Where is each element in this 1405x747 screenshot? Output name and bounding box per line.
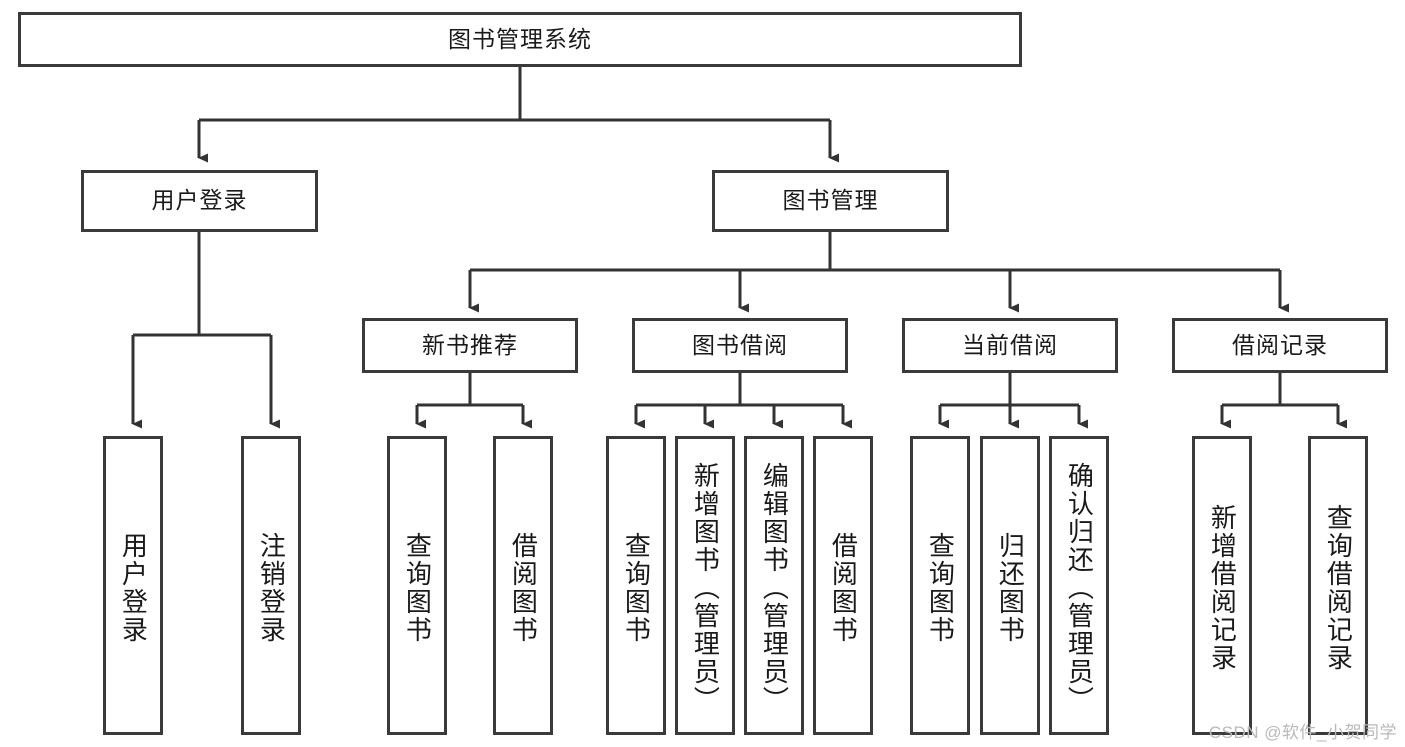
node-leaf-user-logout-label: 注销登录 — [256, 531, 287, 644]
node-leaf-query-record-label: 查询借阅记录 — [1323, 503, 1354, 672]
node-book-manage-label: 图书管理 — [782, 187, 879, 214]
node-leaf-add-book[interactable]: 新增图书（管理员） — [675, 436, 735, 735]
node-leaf-return-book[interactable]: 归还图书 — [980, 436, 1040, 735]
node-leaf-user-login[interactable]: 用户登录 — [103, 436, 163, 735]
node-root[interactable]: 图书管理系统 — [18, 12, 1022, 67]
node-leaf-query-book-3-label: 查询图书 — [925, 531, 956, 644]
node-new-book-recommend[interactable]: 新书推荐 — [362, 318, 578, 373]
node-leaf-query-book-2-label: 查询图书 — [621, 531, 652, 644]
node-book-manage[interactable]: 图书管理 — [712, 170, 949, 232]
node-leaf-borrow-book-1-label: 借阅图书 — [508, 531, 539, 644]
node-leaf-query-book-1[interactable]: 查询图书 — [387, 436, 447, 735]
node-leaf-edit-book-label: 编辑图书（管理员） — [759, 461, 790, 714]
node-borrow-record[interactable]: 借阅记录 — [1172, 318, 1388, 373]
node-leaf-add-record[interactable]: 新增借阅记录 — [1192, 436, 1252, 735]
node-leaf-edit-book[interactable]: 编辑图书（管理员） — [744, 436, 804, 735]
node-root-label: 图书管理系统 — [448, 25, 592, 52]
node-current-borrow[interactable]: 当前借阅 — [902, 318, 1118, 373]
node-leaf-return-book-label: 归还图书 — [995, 531, 1026, 644]
node-book-borrow-label: 图书借阅 — [692, 331, 788, 358]
node-leaf-borrow-book-2-label: 借阅图书 — [828, 531, 859, 644]
node-new-book-recommend-label: 新书推荐 — [422, 331, 518, 358]
node-leaf-borrow-book-2[interactable]: 借阅图书 — [813, 436, 873, 735]
node-user-login[interactable]: 用户登录 — [81, 170, 318, 232]
node-leaf-query-record[interactable]: 查询借阅记录 — [1308, 436, 1368, 735]
node-book-borrow[interactable]: 图书借阅 — [632, 318, 848, 373]
node-user-login-label: 用户登录 — [151, 187, 248, 214]
node-leaf-query-book-1-label: 查询图书 — [402, 531, 433, 644]
watermark-text: CSDN @软件_小贺同学 — [1208, 723, 1397, 742]
node-leaf-borrow-book-1[interactable]: 借阅图书 — [493, 436, 553, 735]
node-leaf-add-record-label: 新增借阅记录 — [1207, 503, 1238, 672]
node-current-borrow-label: 当前借阅 — [962, 331, 1058, 358]
node-borrow-record-label: 借阅记录 — [1232, 331, 1328, 358]
node-leaf-query-book-2[interactable]: 查询图书 — [606, 436, 666, 735]
node-leaf-confirm-return-label: 确认归还（管理员） — [1064, 461, 1095, 714]
node-leaf-query-book-3[interactable]: 查询图书 — [910, 436, 970, 735]
node-leaf-user-login-label: 用户登录 — [118, 531, 149, 644]
node-leaf-add-book-label: 新增图书（管理员） — [690, 461, 721, 714]
node-leaf-user-logout[interactable]: 注销登录 — [241, 436, 301, 735]
node-leaf-confirm-return[interactable]: 确认归还（管理员） — [1049, 436, 1109, 735]
